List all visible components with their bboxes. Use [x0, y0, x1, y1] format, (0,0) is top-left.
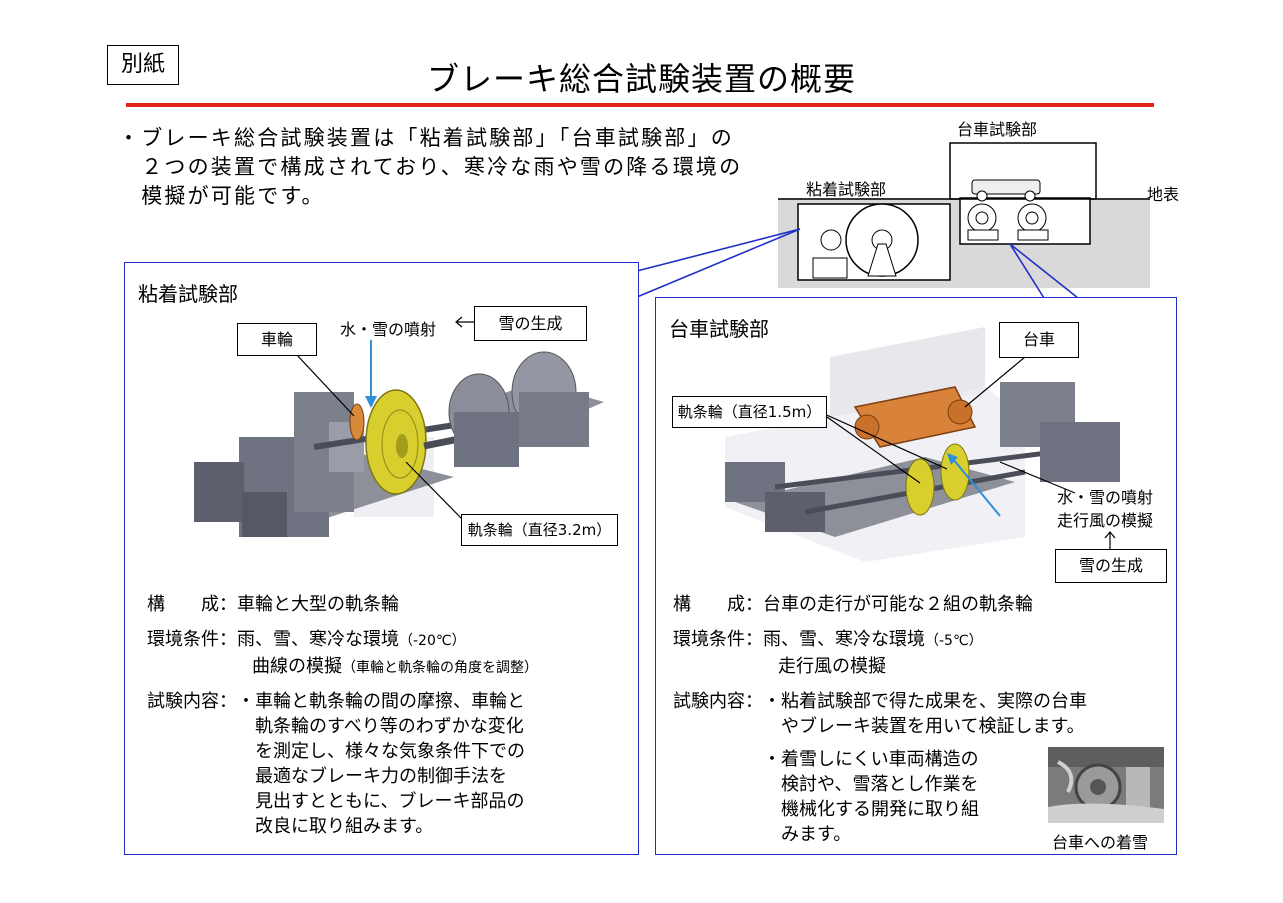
attachment-tag: 別紙 — [107, 45, 179, 85]
rail-wheel-label: 軌条輪（直径3.2m） — [461, 514, 618, 546]
env-value: 雨、雪、寒冷な環境 — [763, 629, 925, 650]
page-title: ブレーキ総合試験装置の概要 — [426, 60, 856, 98]
test-line: 機械化する開発に取り組 — [763, 799, 979, 820]
env-value: 走行風の模擬 — [778, 656, 886, 677]
adhesion-config: 構 成：車輪と大型の軌条輪 — [147, 592, 399, 617]
adhesion-environment: 環境条件：雨、雪、寒冷な環境（-20℃） 曲線の模擬（車輪と軌条輪の角度を調整） — [147, 627, 538, 681]
env-key: 環境条件： — [147, 629, 237, 650]
env-note: （車輪と軌条輪の角度を調整） — [342, 660, 538, 676]
wheel-label: 車輪 — [237, 323, 317, 356]
adhesion-test-content: 試験内容： ・車輪と軌条輪の間の摩擦、車輪と 軌条輪のすべり等のわずかな変化 を… — [147, 689, 525, 839]
overview-ground-label: 地表 — [1147, 185, 1180, 204]
test-line: 改良に取り組みます。 — [237, 816, 434, 837]
snow-on-bogie-photo — [1048, 747, 1164, 823]
test-line: 最適なブレーキ力の制御手法を — [237, 766, 507, 787]
test-key: 試験内容： — [673, 691, 763, 712]
title-underline — [126, 103, 1154, 107]
bogie-label: 台車 — [999, 322, 1079, 358]
test-line: ・着雪しにくい車両構造の — [763, 749, 979, 770]
intro-line: ・ブレーキ総合試験装置は「粘着試験部」「台車試験部」の — [118, 126, 734, 150]
spray-line: 走行風の模擬 — [1057, 511, 1154, 530]
test-line: 軌条輪のすべり等のわずかな変化 — [237, 716, 524, 737]
overview-adhesion-label: 粘着試験部 — [806, 180, 887, 199]
spray-line: 水・雪の噴射 — [1057, 488, 1154, 507]
overview-bogie-label: 台車試験部 — [957, 120, 1038, 139]
env-value: 曲線の模擬 — [252, 656, 342, 677]
config-key: 構 成： — [147, 594, 237, 615]
rail-wheel-label: 軌条輪（直径1.5m） — [672, 396, 827, 428]
intro-text: ・ブレーキ総合試験装置は「粘着試験部」「台車試験部」の ２つの装置で構成されてお… — [118, 124, 742, 211]
env-key: 環境条件： — [673, 629, 763, 650]
bogie-machine-illustration — [725, 327, 1120, 562]
test-line: やブレーキ装置を用いて検証します。 — [763, 716, 1085, 737]
intro-line: 模擬が可能です。 — [118, 184, 325, 208]
test-line: 見出すとともに、ブレーキ部品の — [237, 791, 525, 812]
test-line: を測定し、様々な気象条件下での — [237, 741, 525, 762]
config-key: 構 成： — [673, 594, 763, 615]
bogie-test-content: 試験内容： ・粘着試験部で得た成果を、実際の台車 やブレーキ装置を用いて検証しま… — [673, 689, 1087, 847]
test-line: みます。 — [763, 824, 852, 845]
env-note: （-20℃） — [399, 633, 466, 649]
config-value: 車輪と大型の軌条輪 — [237, 594, 399, 615]
intro-line: ２つの装置で構成されており、寒冷な雨や雪の降る環境の — [118, 155, 743, 179]
config-value: 台車の走行が可能な２組の軌条輪 — [763, 594, 1033, 615]
spray-label: 水・雪の噴射 走行風の模擬 — [1057, 486, 1153, 532]
adhesion-panel-title: 粘着試験部 — [138, 282, 238, 306]
env-value: 雨、雪、寒冷な環境 — [237, 629, 399, 650]
test-line: ・粘着試験部で得た成果を、実際の台車 — [763, 691, 1087, 712]
test-line: 検討や、雪落とし作業を — [763, 774, 979, 795]
spray-label: 水・雪の噴射 — [340, 320, 437, 339]
photo-caption: 台車への着雪 — [1052, 833, 1149, 852]
snow-generation-label: 雪の生成 — [474, 306, 587, 341]
test-key: 試験内容： — [147, 691, 237, 712]
bogie-environment: 環境条件：雨、雪、寒冷な環境（-5℃） 走行風の模擬 — [673, 627, 983, 679]
bogie-config: 構 成：台車の走行が可能な２組の軌条輪 — [673, 592, 1033, 617]
env-note: （-5℃） — [925, 633, 983, 649]
snow-generation-label: 雪の生成 — [1055, 549, 1167, 583]
bogie-panel-title: 台車試験部 — [669, 317, 769, 341]
test-line: ・車輪と軌条輪の間の摩擦、車輪と — [237, 691, 525, 712]
adhesion-machine-illustration — [194, 316, 604, 537]
